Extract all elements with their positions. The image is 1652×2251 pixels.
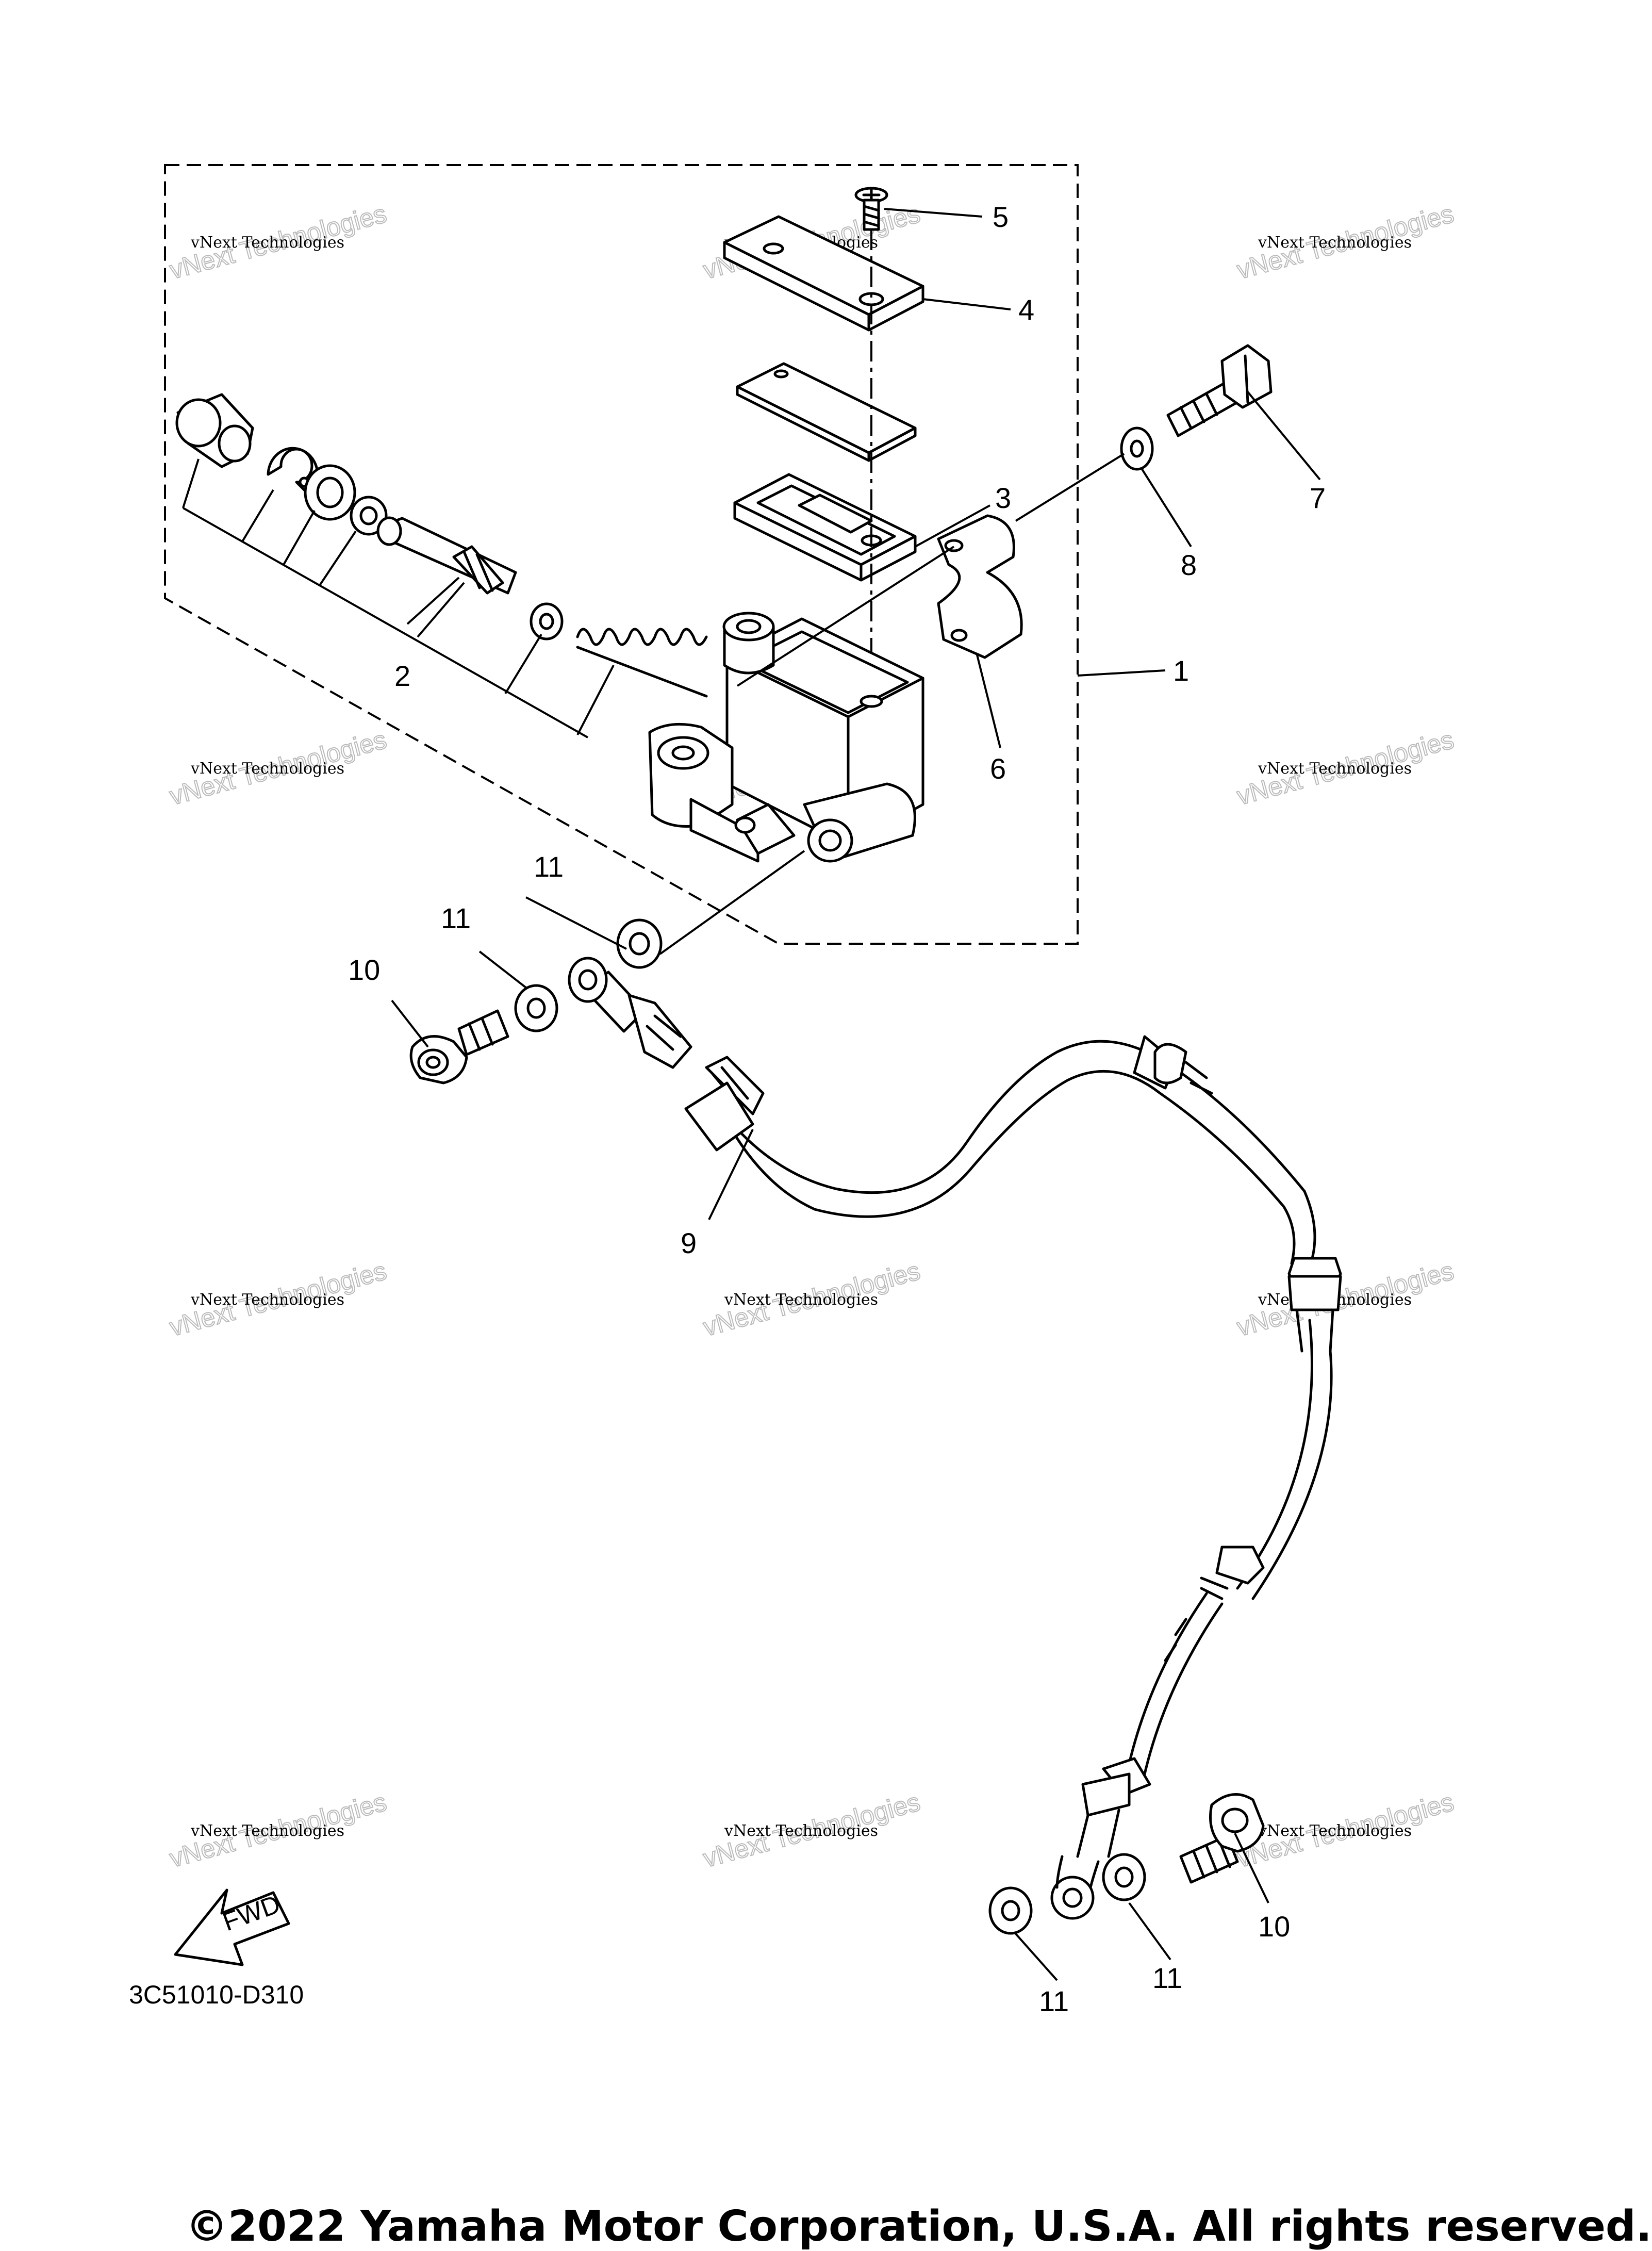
part-master-cylinder-body[interactable]	[648, 612, 924, 863]
part-screw[interactable]	[854, 187, 888, 231]
part-banjo-bolt-upper[interactable]	[409, 1009, 509, 1085]
watermark-small: vNext Technologies	[1258, 1822, 1412, 1840]
callout-11-upper-right: 11	[534, 850, 564, 883]
part-diaphragm[interactable]	[733, 473, 917, 582]
part-banjo-bolt-lower[interactable]	[1179, 1793, 1265, 1884]
watermark-small: vNext Technologies	[724, 1822, 878, 1840]
parts-diagram: vNext Technologies vNext Technologies vNex…	[129, 164, 1457, 2017]
part-copper-washer-upper-a[interactable]	[514, 984, 558, 1032]
part-dust-boot[interactable]	[175, 393, 254, 468]
fwd-arrow-icon: FWD	[174, 1888, 290, 1966]
callout-10-upper: 10	[348, 954, 380, 986]
watermark-small: vNext Technologies	[190, 760, 344, 778]
part-cup-primary[interactable]	[350, 496, 388, 536]
copyright-notice: ©2022 Yamaha Motor Corporation, U.S.A. A…	[186, 2202, 1652, 2251]
callout-1: 1	[1173, 654, 1189, 687]
watermark-group: vNext Technologies vNext Technologies vNex…	[166, 199, 1457, 1874]
callout-11-lower-left: 11	[1039, 1985, 1069, 2017]
watermark-small: vNext Technologies	[190, 234, 344, 252]
part-copper-washer-lower-b[interactable]	[1102, 1853, 1146, 1901]
callout-11-lower-right: 11	[1152, 1962, 1182, 1994]
part-copper-washer-upper-b[interactable]	[616, 918, 663, 969]
part-washer-piston[interactable]	[304, 464, 356, 521]
callout-8: 8	[1181, 549, 1197, 581]
part-brake-hose[interactable]	[568, 957, 1342, 1920]
callout-3: 3	[995, 482, 1011, 514]
part-piston[interactable]	[376, 516, 517, 595]
watermark-small: vNext Technologies	[724, 1291, 878, 1309]
callout-6: 6	[990, 752, 1006, 785]
diagram-code: 3C51010-D310	[129, 1980, 304, 2009]
watermark-small: vNext Technologies	[190, 1291, 344, 1309]
part-copper-washer-lower-a[interactable]	[988, 1886, 1033, 1935]
callout-9: 9	[681, 1227, 697, 1259]
callout-11-upper-left: 11	[441, 902, 471, 934]
part-diaphragm-plate[interactable]	[736, 362, 917, 462]
watermark-small: vNext Technologies	[1258, 234, 1412, 252]
callout-5: 5	[993, 201, 1009, 233]
part-reservoir-cap[interactable]	[723, 215, 924, 332]
watermark-small: vNext Technologies	[1258, 760, 1412, 778]
part-handlebar-clamp[interactable]	[937, 514, 1023, 659]
watermark-small: vNext Technologies	[190, 1822, 344, 1840]
part-spring[interactable]	[576, 628, 708, 698]
part-washer-8[interactable]	[1120, 426, 1154, 471]
callout-10-lower: 10	[1258, 1910, 1290, 1943]
callout-7: 7	[1310, 482, 1326, 514]
assembly-boundary	[164, 164, 1079, 945]
part-clamp-bolt[interactable]	[1166, 344, 1273, 437]
callout-2: 2	[394, 660, 410, 692]
part-cup-secondary[interactable]	[530, 602, 564, 640]
callout-4: 4	[1018, 293, 1034, 326]
